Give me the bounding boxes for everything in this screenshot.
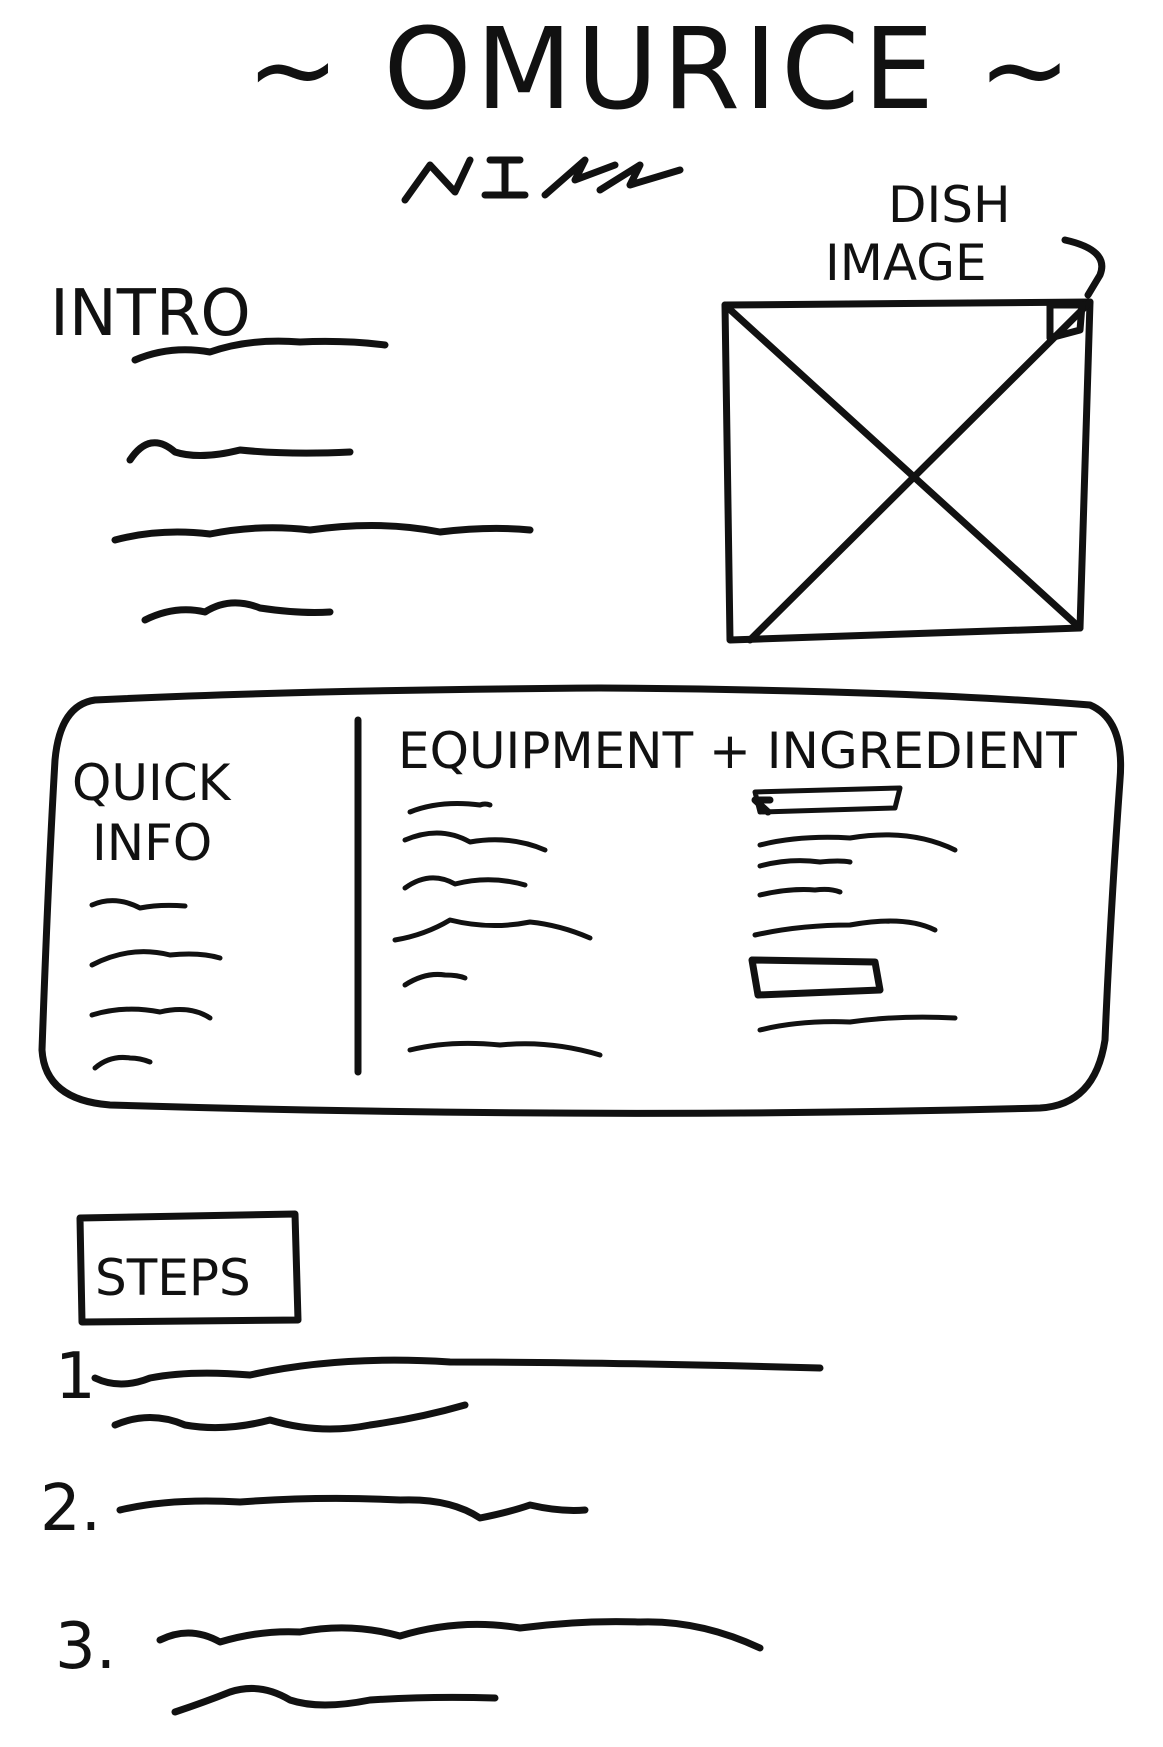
quick-info-heading-line1: QUICK [72,754,232,812]
step-text-line [171,1684,499,1716]
equipment-list [392,801,603,1058]
steps-list: 1 2. 3. [40,1340,824,1716]
ingredient-list [748,785,958,1033]
ingredient-arrow [751,796,774,816]
equipment-line [407,801,493,815]
equipment-ingredient-heading: EQUIPMENT + INGREDIENT [398,722,1077,780]
info-panel-border [38,684,1125,1117]
equipment-line [402,972,468,988]
quick-info-lines [89,898,223,1071]
dish-image-label-line1: DISH [888,176,1011,234]
quick-info-line [92,1055,153,1071]
dish-image-label-line2: IMAGE [825,234,987,292]
subtitle-scribble [401,156,684,204]
image-corner-mark [1046,301,1086,342]
ingredient-line [752,918,938,938]
equipment-line [392,917,593,943]
step-text-line [91,1356,824,1388]
image-cross-line [721,301,1084,632]
intro-text-lines [111,337,534,624]
step-text-line [111,1401,469,1433]
info-panel: QUICK INFO EQUIPMENT + INGREDIENT [38,684,1125,1117]
equipment-line [402,830,548,853]
page-title: ~ OMURICE ~ [246,5,1075,135]
step-text-line [116,1494,589,1522]
steps-heading: STEPS [95,1249,251,1307]
ingredient-highlight-box [748,956,884,999]
dish-image-label-arrow [1061,236,1106,299]
intro-line [126,439,354,464]
dish-image-placeholder [721,298,1094,644]
step-number: 3. [55,1610,116,1684]
ingredient-line [757,858,853,869]
image-cross-line [746,298,1094,644]
quick-info-line [89,949,223,968]
step-number: 2. [40,1472,101,1546]
ingredient-highlight-box [752,785,903,815]
intro-heading: INTRO [50,277,251,351]
equipment-line [407,1040,603,1058]
step-number: 1 [55,1340,96,1414]
intro-line [141,599,334,624]
intro-line [111,521,534,544]
quick-info-line [89,1006,213,1021]
quick-info-line [89,898,188,911]
equipment-line [402,875,528,891]
steps-heading-box [76,1210,302,1326]
intro-line [131,337,389,364]
ingredient-line [757,1014,958,1033]
ingredient-line [757,832,958,853]
quick-info-heading-line2: INFO [92,814,212,872]
step-text-line [156,1618,764,1652]
ingredient-line [757,886,843,898]
